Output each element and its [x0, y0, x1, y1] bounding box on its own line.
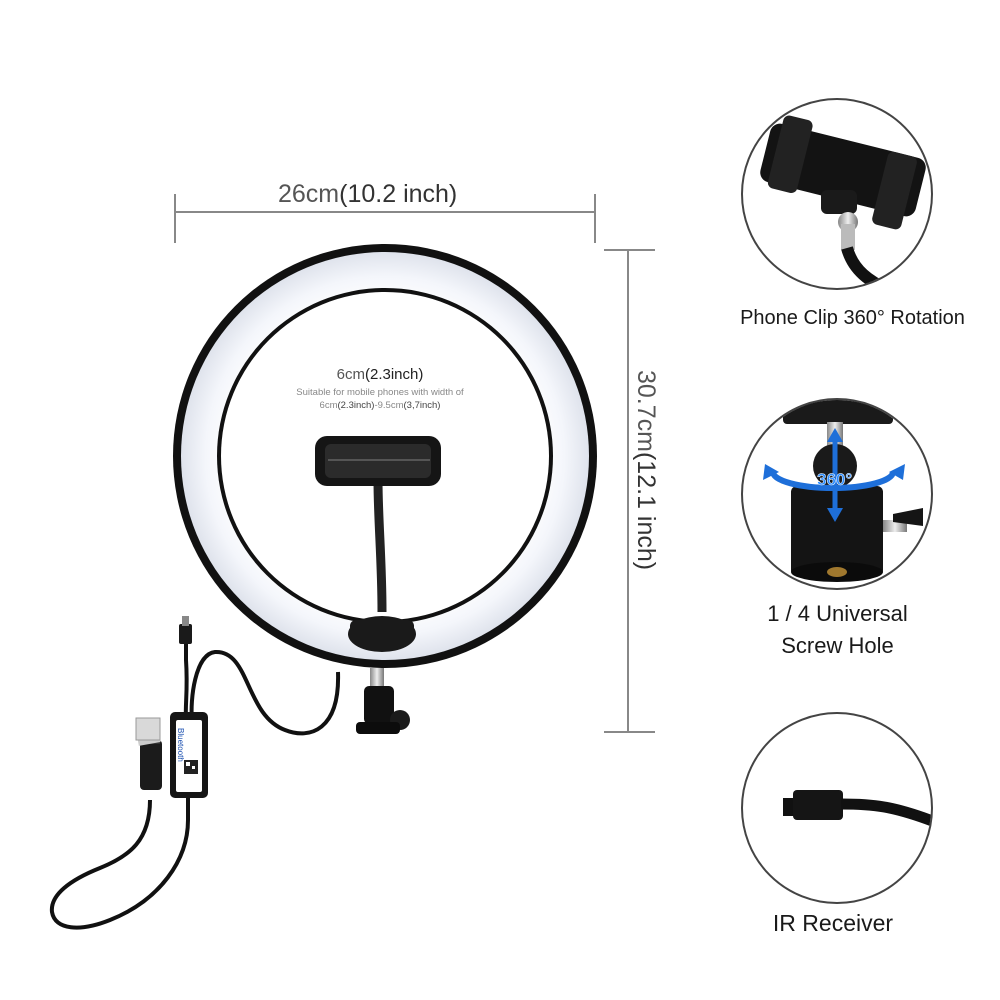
width-inch: (10.2 inch): [339, 180, 458, 208]
clip-max-inch: (3,7inch): [403, 400, 441, 411]
gooseneck-arm: [373, 479, 387, 613]
ball-head-mount: [356, 668, 410, 734]
feature-phone-clip-circle: [741, 98, 933, 290]
feature-phone-clip-label: Phone Clip 360° Rotation: [740, 307, 965, 329]
clip-note-line2: 6cm(2.3inch)-9.5cm(3,7inch): [270, 400, 490, 411]
feature-ir-receiver-label: IR Receiver: [772, 910, 894, 936]
rotation-badge: 360°: [817, 470, 853, 490]
height-inch: (12.1 inch): [632, 451, 660, 571]
height-dimension-label: 30.7cm(12.1 inch): [631, 370, 660, 570]
ball-head-icon: [763, 400, 923, 582]
clip-spec: 6cm(2.3inch) Suitable for mobile phones …: [270, 366, 490, 411]
controller-label: Bluetooth: [176, 728, 185, 762]
clip-width-cm: 6cm: [336, 366, 365, 383]
feature-screw-hole-line1: 1 / 4 Universal: [767, 601, 908, 626]
micro-connector: [179, 624, 192, 644]
ir-receiver-icon: [783, 790, 931, 827]
usb-plug-icon: [135, 717, 162, 790]
feature-screw-hole-line2: Screw Hole: [781, 633, 894, 658]
feature-ball-head-circle: 360°: [741, 398, 933, 590]
clip-max-cm: -9.5cm: [374, 400, 404, 411]
phone-clip: [315, 436, 441, 486]
clip-min-cm: 6cm: [319, 400, 338, 411]
bluetooth-controller: [170, 712, 208, 798]
clip-min-inch: (2.3inch): [337, 400, 375, 411]
height-dimension-line: [604, 249, 655, 733]
height-cm: 30.7cm: [632, 370, 660, 452]
clip-note-line1: Suitable for mobile phones with width of: [296, 387, 464, 398]
width-dimension-label: 26cm(10.2 inch): [278, 180, 457, 209]
width-cm: 26cm: [278, 180, 340, 208]
power-cable: [189, 649, 341, 736]
feature-screw-hole-label: 1 / 4 Universal Screw Hole: [720, 598, 955, 662]
phone-clip-icon: [760, 115, 926, 288]
clip-width-inch: (2.3inch): [364, 366, 424, 383]
feature-ir-receiver-circle: [741, 712, 933, 904]
width-dimension-line: [174, 194, 596, 243]
